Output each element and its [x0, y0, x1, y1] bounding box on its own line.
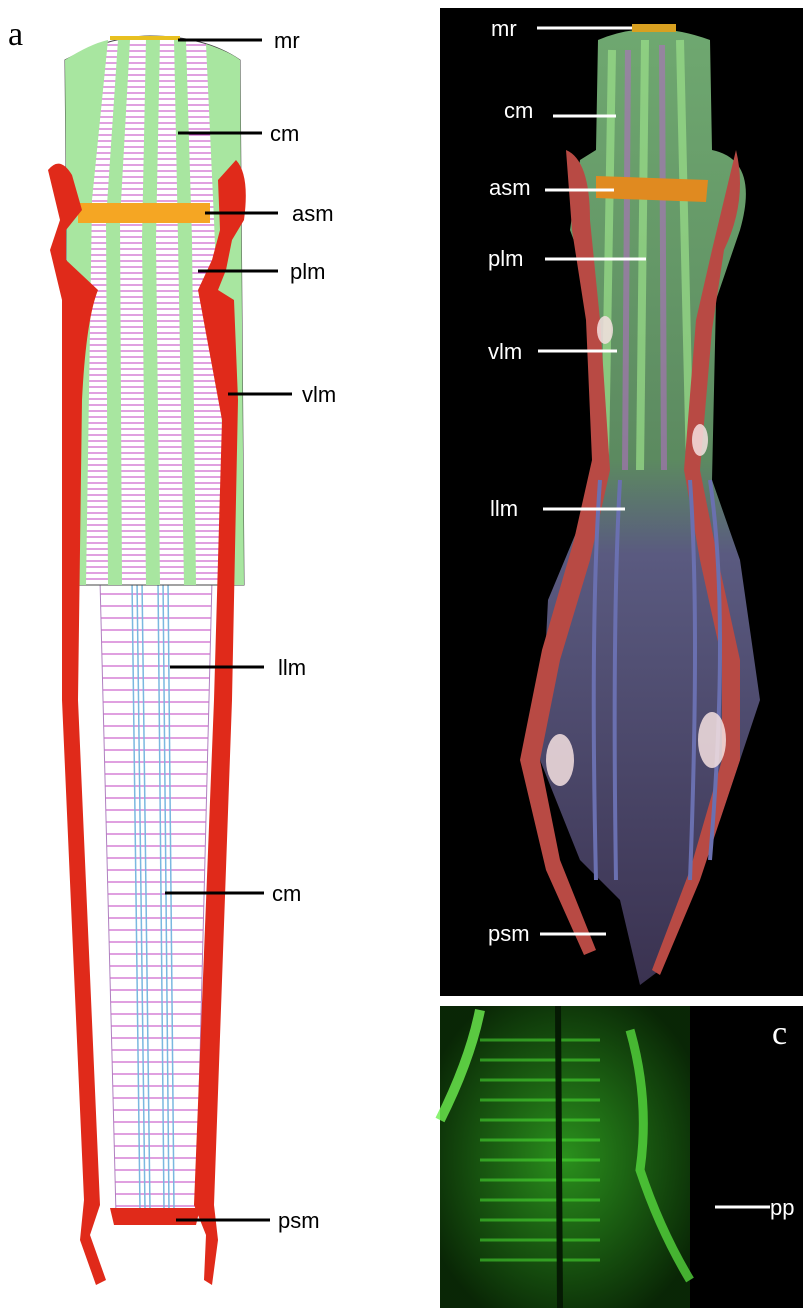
- label-a-mr: mr: [274, 28, 300, 53]
- anterior-sphincter-muscle: [78, 203, 210, 223]
- label-a-psm: psm: [278, 1208, 320, 1233]
- label-c-pp: pp: [770, 1195, 794, 1220]
- label-a-plm: plm: [290, 259, 325, 284]
- posterior-sphincter-left: [110, 1208, 200, 1225]
- label-b-asm: asm: [489, 175, 531, 200]
- panel-b: b mr cm asm plm vlm llm psm: [440, 8, 803, 996]
- label-b-cm: cm: [504, 98, 533, 123]
- lower-tube: [100, 580, 212, 1215]
- label-b-mr: mr: [491, 16, 517, 41]
- label-b-psm: psm: [488, 921, 530, 946]
- label-a-cm-bottom: cm: [272, 881, 301, 906]
- b-mouth-ring: [632, 24, 676, 32]
- label-b-llm: llm: [490, 496, 518, 521]
- label-b-plm: plm: [488, 246, 523, 271]
- label-a-llm: llm: [278, 655, 306, 680]
- label-a-vlm: vlm: [302, 382, 336, 407]
- panel-c-letter: c: [772, 1015, 787, 1052]
- label-b-vlm: vlm: [488, 339, 522, 364]
- panel-a-letter: a: [8, 16, 23, 53]
- c-midline: [558, 1006, 560, 1308]
- panel-b-letter: b: [768, 21, 785, 58]
- panel-c: c pp: [440, 1006, 803, 1308]
- mouth-ring: [110, 36, 180, 40]
- panel-a: a mr cm asm plm vlm llm cm psm: [8, 16, 336, 1285]
- label-a-asm: asm: [292, 201, 334, 226]
- c-tissue-glow: [440, 1006, 690, 1308]
- label-a-cm-top: cm: [270, 121, 299, 146]
